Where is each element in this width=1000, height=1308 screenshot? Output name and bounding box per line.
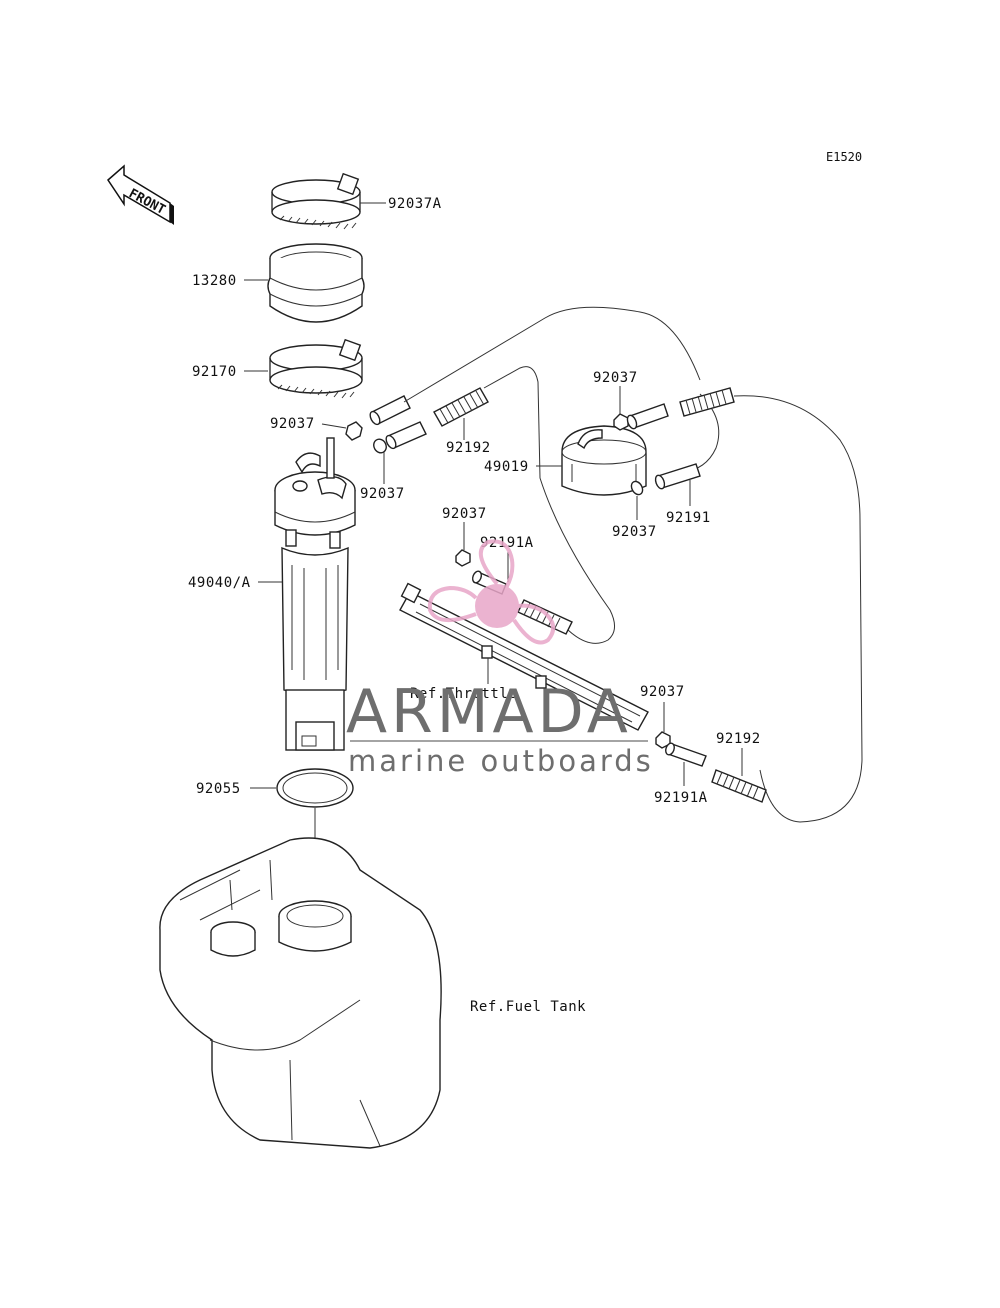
label-clamp-top: 92037A [388,196,442,212]
label-filter: 49019 [484,459,529,475]
label-hose-top: 92192 [446,440,491,456]
label-clip-throttle: 92037 [442,506,487,522]
hose-right [654,463,701,490]
clip-filter-top [613,413,629,431]
label-hose-lower: 92192 [716,731,761,747]
clip-left [345,421,363,441]
hose-short-upper [369,395,411,426]
label-clip-left: 92037 [270,416,315,432]
rubber-boot [267,243,365,323]
label-hose-right: 92191 [666,510,711,526]
hose-route-loop [483,366,615,644]
label-clip-filter-bottom: 92037 [612,524,657,540]
fuel-filter [561,425,647,496]
label-ref-fuel-tank: Ref.Fuel Tank [470,999,586,1015]
clamp-bottom [269,338,363,399]
label-pump: 49040/A [188,575,251,591]
corrugated-hose-lower [711,769,767,803]
hose-route-main [403,306,701,403]
front-arrow-icon: FRONT [107,164,174,225]
label-hose-throttle: 92191A [480,535,534,551]
fuel-tank [159,837,442,1149]
label-ref-throttle: Ref.Throttle [410,686,517,702]
label-boot: 13280 [192,273,237,289]
throttle-body [399,582,649,731]
clip-filter-bottom [630,480,644,496]
watermark-tagline: marine outboards [348,744,654,778]
clip-throttle [455,549,471,567]
label-clip-filter-top: 92037 [593,370,638,386]
watermark-logo-icon [427,539,556,645]
clamp-top [271,172,361,230]
label-clip-mid: 92037 [360,486,405,502]
fuel-pump [274,437,356,751]
label-clamp-bottom: 92170 [192,364,237,380]
hose-lower-a [665,742,707,767]
label-clip-lower: 92037 [640,684,685,700]
corrugated-hose-top [433,387,489,427]
label-hose-lower-a: 92191A [654,790,708,806]
gasket [276,768,354,808]
corrugated-hose-right [679,387,735,417]
label-gasket: 92055 [196,781,241,797]
watermark-brand: ARMADA [346,677,632,747]
hose-route-right [733,395,863,823]
diagram-code: E1520 [826,150,862,164]
hose-short-lower [385,421,427,450]
hose-filter-out [626,403,669,430]
